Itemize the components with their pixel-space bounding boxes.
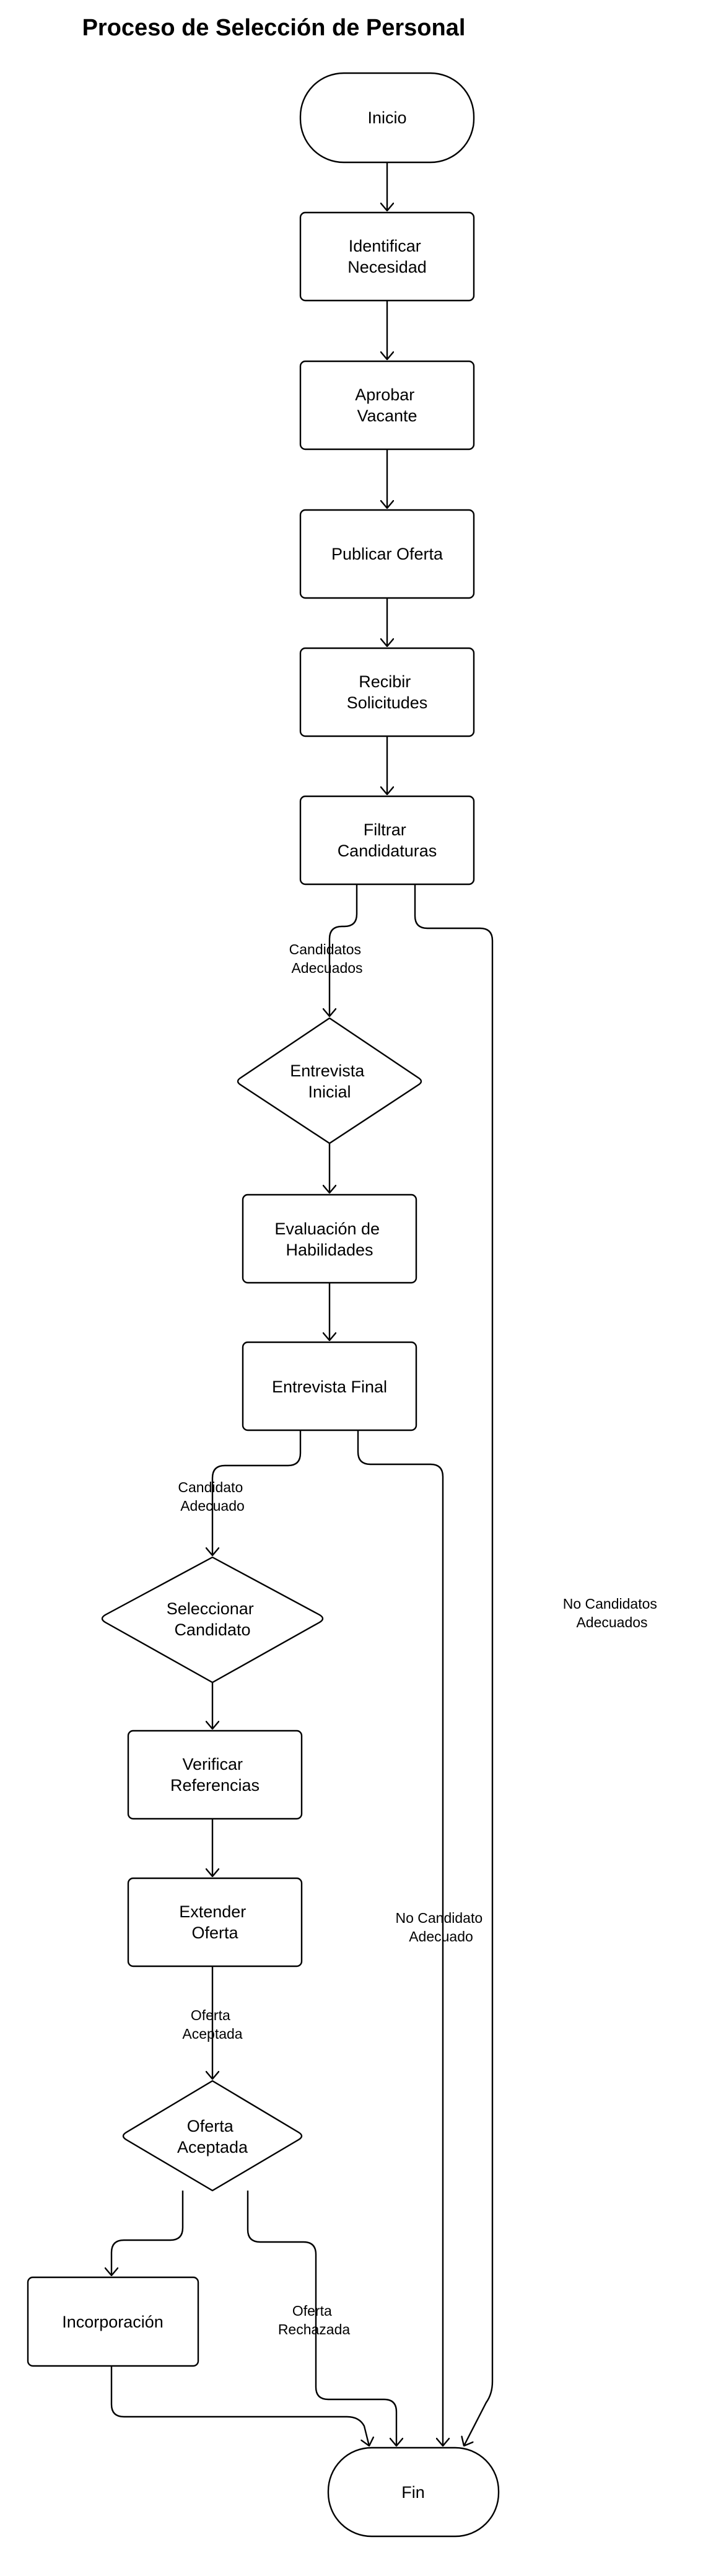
node-identificar-necesidad: Identificar Necesidad [299, 211, 475, 302]
svg-text:Seleccionar Candidato: Seleccionar Candidato [167, 1599, 259, 1639]
svg-text:Identificar Necesidad: Identificar Necesidad [347, 237, 427, 276]
edge-label-no-candidatos-adecuados: No Candidatos Adecuados [563, 1596, 662, 1630]
node-publicar-oferta: Publicar Oferta [299, 509, 475, 599]
svg-text:Extender Oferta: Extender Oferta [179, 1902, 251, 1942]
edge-label-oferta-rechazada: Oferta Rechazada [278, 2303, 351, 2337]
edges [110, 162, 494, 2446]
svg-text:Filtrar Candidaturas: Filtrar Candidaturas [338, 820, 437, 860]
edge-filtrar-fin [414, 884, 494, 2446]
svg-text:Entrevista Final: Entrevista Final [272, 1378, 387, 1396]
svg-text:Fin: Fin [401, 2483, 425, 2502]
edge-labels: Candidatos Adecuados No Candidatos Adecu… [178, 941, 662, 2337]
node-oferta-aceptada: Oferta Aceptada [122, 2080, 303, 2192]
svg-text:Inicio: Inicio [367, 108, 406, 127]
edge-label-oferta-aceptada: Oferta Aceptada [182, 2007, 242, 2042]
node-filtrar-candidaturas: Filtrar Candidaturas [299, 795, 475, 886]
svg-text:Evaluación de Habilidade: Evaluación de Habilidades [274, 1220, 384, 1259]
node-inicio: Inicio [299, 72, 475, 164]
svg-text:Oferta Aceptada: Oferta Aceptada [177, 2117, 248, 2156]
svg-text:Incorporación: Incorporación [62, 2313, 164, 2331]
edge-filtrar-entrevista-inicial [330, 884, 358, 1016]
edge-entrevista-final-seleccionar [212, 1430, 302, 1555]
node-verificar-referencias: Verificar Referencias [127, 1730, 303, 1820]
edge-label-candidatos-adecuados: Candidatos Adecuados [289, 941, 365, 976]
node-entrevista-final: Entrevista Final [242, 1341, 417, 1431]
node-aprobar-vacante: Aprobar Vacante [299, 360, 475, 451]
svg-text:Publicar Oferta: Publicar Oferta [331, 545, 443, 563]
edge-incorporacion-fin [110, 2366, 369, 2446]
node-recibir-solicitudes: Recibir Solicitudes [299, 647, 475, 737]
edge-entrevista-final-fin [357, 1430, 443, 2446]
node-fin: Fin [327, 2446, 500, 2538]
node-extender-oferta: Extender Oferta [127, 1877, 303, 1967]
edge-oferta-aceptada-incorporacion [111, 2191, 184, 2275]
node-evaluacion-habilidades: Evaluación de Habilidades [242, 1193, 417, 1284]
node-seleccionar-candidato: Seleccionar Candidato [101, 1556, 324, 1684]
edge-label-candidato-adecuado: Candidato Adecuado [178, 1479, 247, 1514]
edge-label-no-candidato-adecuado: No Candidato Adecuado [395, 1910, 486, 1945]
node-entrevista-inicial: Entrevista Inicial [237, 1017, 422, 1145]
node-incorporacion: Incorporación [27, 2276, 199, 2367]
svg-text:Entrevista Inicial: Entrevista Inicial [290, 1062, 369, 1101]
edge-oferta-rechazada-fin [247, 2191, 396, 2446]
svg-text:Recibir Solicitudes: Recibir Solicitudes [347, 672, 428, 712]
page-title: Proceso de Selección de Personal [82, 15, 466, 41]
svg-text:Aprobar Vacante: Aprobar Vacante [355, 385, 419, 425]
svg-text:Verificar Referencias: Verificar Referencias [170, 1755, 260, 1795]
